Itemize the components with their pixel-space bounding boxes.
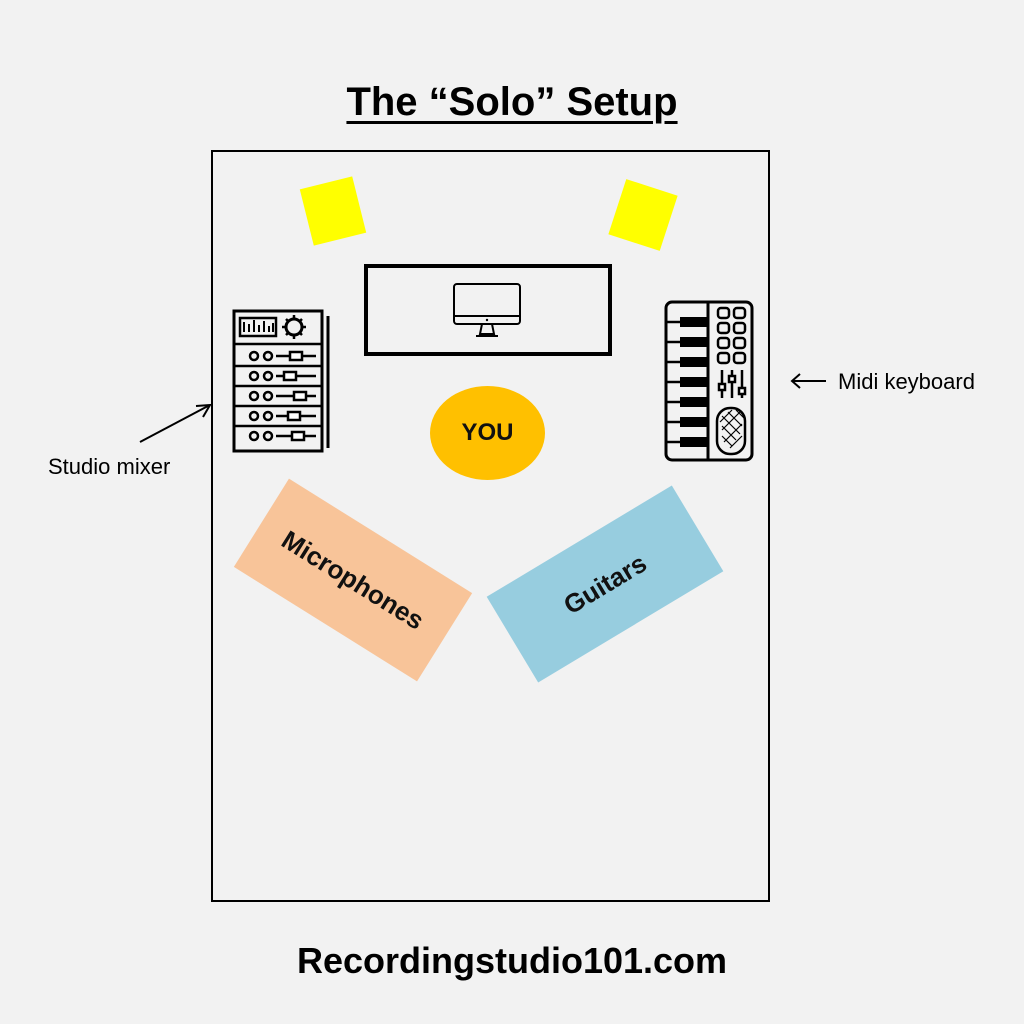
website-footer: Recordingstudio101.com	[296, 940, 728, 981]
guitars-label: Guitars	[558, 547, 652, 620]
midi-keyboard-arrow	[790, 373, 826, 389]
you-marker: YOU	[430, 386, 545, 480]
midi-keyboard-label: Midi keyboard	[838, 369, 975, 394]
room-outline	[211, 150, 770, 902]
diagram-title: The “Solo” Setup	[346, 80, 678, 124]
studio-mixer-arrow	[139, 403, 212, 443]
monitor-icon	[453, 283, 521, 337]
studio-mixer-label: Studio mixer	[48, 454, 171, 479]
midi-keyboard-icon	[664, 300, 754, 462]
mixer-icon	[232, 309, 330, 453]
desk	[364, 264, 612, 356]
